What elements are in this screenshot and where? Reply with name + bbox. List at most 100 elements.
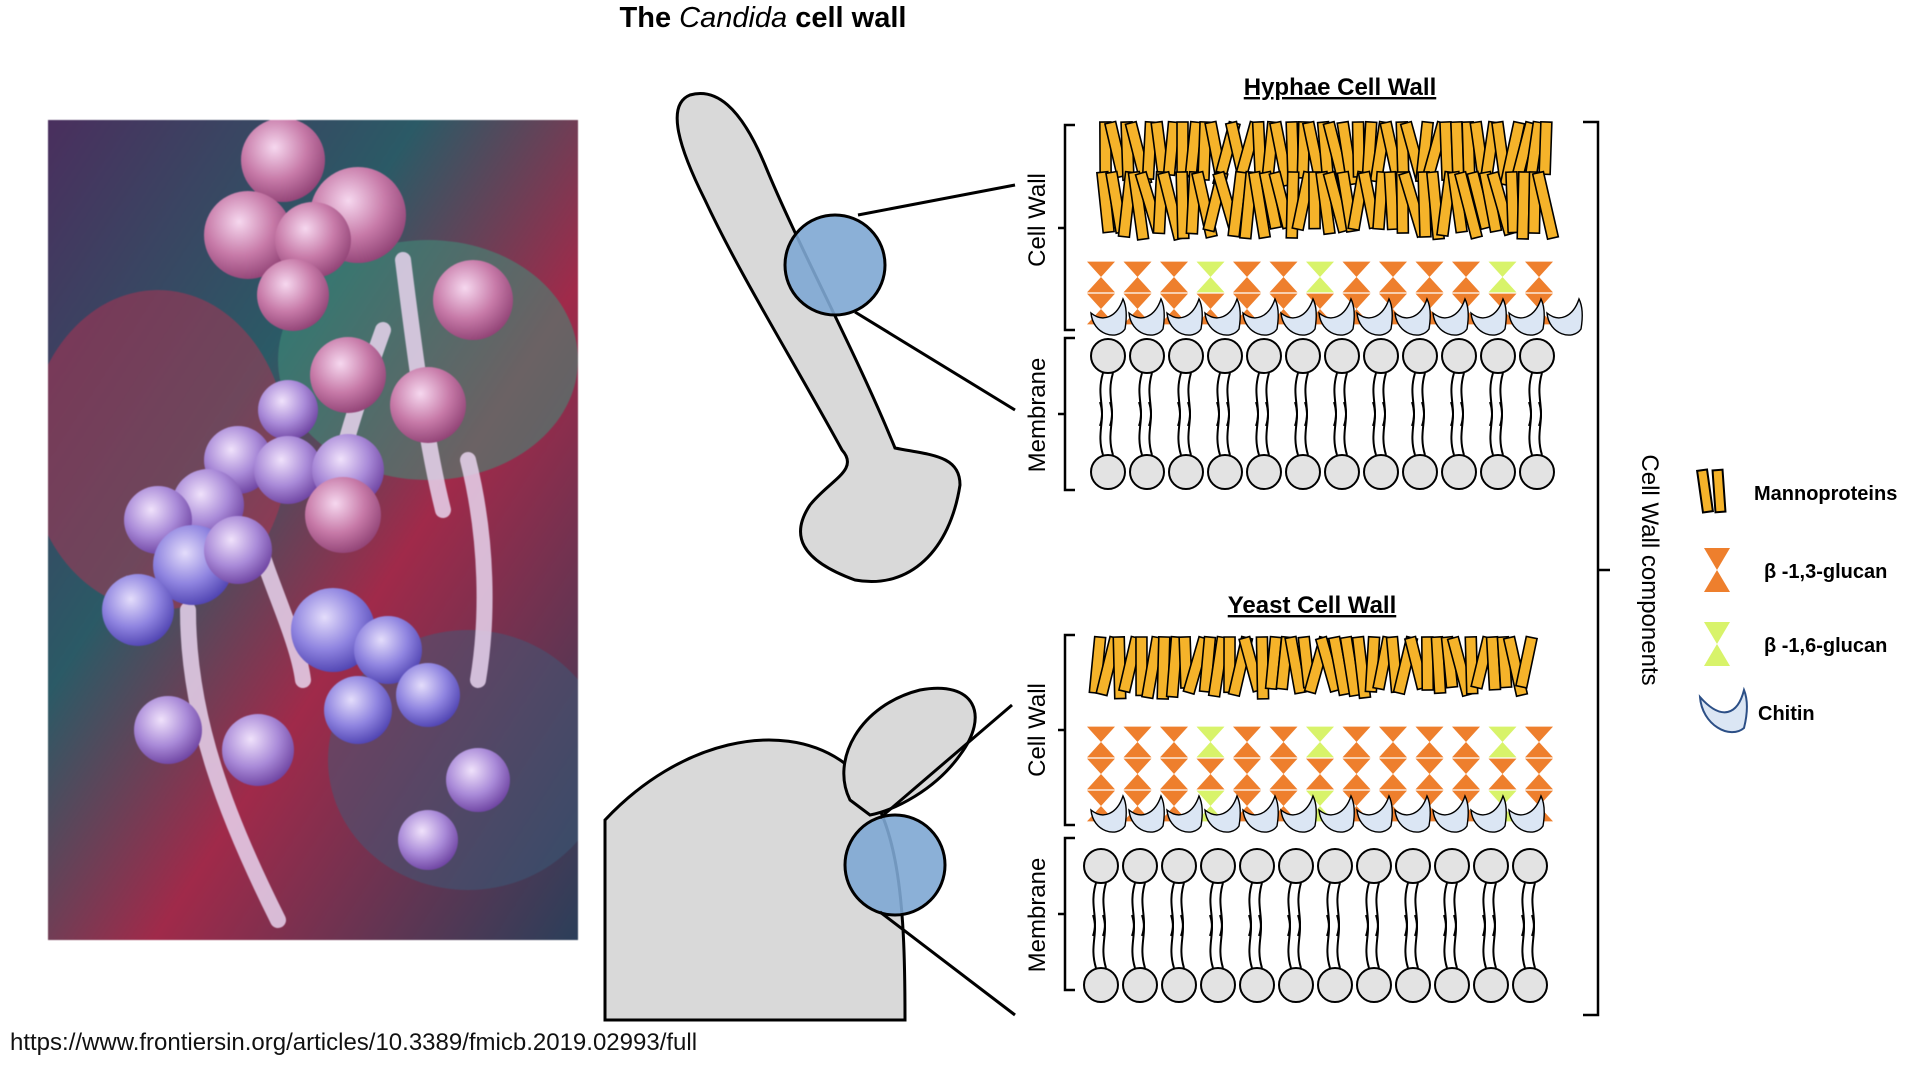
glucan-triangle	[1342, 790, 1371, 806]
chitin-fiber	[1318, 794, 1356, 833]
glucan-triangle	[1269, 277, 1298, 293]
glucan-triangle	[1488, 261, 1517, 277]
glucan-triangle	[1269, 261, 1298, 277]
lipid-tail	[1443, 914, 1458, 969]
glucan-triangle	[1525, 726, 1553, 742]
glucan-triangle	[1452, 726, 1480, 742]
glucan-triangle	[1196, 277, 1225, 293]
glucan-triangle	[1488, 742, 1517, 758]
glucan-triangle	[1233, 790, 1261, 806]
lipid-head	[1207, 454, 1243, 490]
glucan-triangle	[1196, 726, 1225, 742]
glucan-triangle	[1196, 261, 1225, 277]
chitin-fiber	[1280, 297, 1318, 336]
lipid-head	[1278, 848, 1314, 884]
legend-label-beta-1-3: β -1,3-glucan	[1764, 561, 1887, 583]
mannoprotein	[1514, 635, 1539, 689]
glucan-triangle	[1525, 774, 1553, 790]
glucan-triangle	[1160, 774, 1188, 790]
glucan-triangle	[1160, 742, 1188, 758]
glucan-triangle	[1233, 774, 1261, 790]
yeast-mannoprotein-layer	[1088, 635, 1539, 700]
chitin-fiber	[1356, 794, 1394, 833]
lipid-head	[1285, 454, 1321, 490]
chitin-fiber	[1546, 297, 1584, 336]
glucan-triangle	[1233, 293, 1261, 309]
glucan-triangle	[1379, 790, 1407, 806]
hyphae-wall-label: Cell Wall	[1024, 173, 1051, 267]
lipid-head	[1512, 848, 1548, 884]
glucan-triangle	[1342, 742, 1371, 758]
glucan-triangle	[1452, 758, 1480, 774]
glucan-triangle	[1196, 774, 1225, 790]
chitin-fiber	[1432, 794, 1470, 833]
lipid-head	[1161, 967, 1197, 1003]
chitin-fiber	[1280, 794, 1318, 833]
glucan-triangle	[1087, 774, 1115, 790]
chitin-fiber	[1128, 297, 1166, 336]
legend-label-mannoproteins: Mannoproteins	[1754, 483, 1897, 505]
legend-label-chitin: Chitin	[1758, 703, 1815, 725]
lipid-tail	[1287, 914, 1302, 969]
chitin-fiber	[1318, 297, 1356, 336]
glucan-triangle	[1415, 726, 1444, 742]
yeast-membrane-bilayer	[1083, 848, 1548, 1003]
lipid-tail	[1294, 401, 1309, 456]
hyphae-mannoprotein-layer	[1095, 120, 1560, 242]
lipid-head	[1161, 848, 1197, 884]
glucan-triangle	[1415, 293, 1444, 309]
glucan-triangle	[1087, 261, 1115, 277]
lipid-head	[1090, 454, 1126, 490]
chitin-fiber	[1166, 794, 1204, 833]
chitin-fiber	[1470, 297, 1508, 336]
glucan-triangle	[1342, 277, 1371, 293]
lipid-head	[1356, 967, 1392, 1003]
chitin-fiber	[1470, 794, 1508, 833]
title-prefix: The	[619, 2, 672, 34]
glucan-triangle	[1269, 742, 1298, 758]
lipid-tail	[1528, 401, 1543, 456]
chitin-fiber	[1166, 297, 1204, 336]
mannoprotein	[1538, 121, 1553, 176]
glucan-triangle	[1087, 790, 1115, 806]
glucan-triangle	[1123, 774, 1152, 790]
yeast-zoom-line-top	[879, 703, 1013, 820]
lipid-head	[1324, 454, 1360, 490]
beta-1-3-glucan-icon	[1704, 548, 1730, 592]
lipid-tail	[1216, 401, 1231, 456]
glucan-triangle	[1233, 261, 1261, 277]
glucan-triangle	[1306, 774, 1334, 790]
lipid-tail	[1333, 401, 1348, 456]
glucan-triangle	[1379, 758, 1407, 774]
lipid-tail	[1138, 401, 1153, 456]
hyphae-wall-bracket	[1058, 123, 1075, 332]
lipid-head	[1239, 967, 1275, 1003]
glucan-triangle	[1342, 261, 1371, 277]
lipid-tail	[1092, 914, 1107, 969]
glucan-triangle	[1342, 758, 1371, 774]
glucan-triangle	[1196, 758, 1225, 774]
hyphae-zoom-circle	[783, 213, 887, 317]
glucan-triangle	[1123, 742, 1152, 758]
lipid-head	[1395, 848, 1431, 884]
glucan-triangle	[1087, 726, 1115, 742]
candida-microscopy-illustration	[48, 120, 578, 940]
chitin-fiber	[1508, 794, 1546, 833]
lipid-head	[1278, 967, 1314, 1003]
hyphae-membrane-bracket	[1058, 336, 1075, 492]
source-url: https://www.frontiersin.org/articles/10.…	[10, 1029, 698, 1056]
beta-1-6-glucan-icon	[1704, 622, 1730, 666]
glucan-triangle	[1269, 774, 1298, 790]
glucan-triangle	[1196, 742, 1225, 758]
yeast-membrane-label: Membrane	[1024, 858, 1051, 973]
hyphae-glucan-chitin-layer	[1087, 261, 1584, 336]
glucan-triangle	[1087, 758, 1115, 774]
hyphae-membrane-bilayer	[1090, 338, 1555, 490]
components-bracket	[1583, 120, 1610, 1017]
glucan-triangle	[1306, 277, 1334, 293]
glucan-triangle	[1160, 293, 1188, 309]
glucan-triangle	[1087, 277, 1115, 293]
glucan-triangle	[1306, 742, 1334, 758]
glucan-triangle	[1525, 261, 1553, 277]
glucan-triangle	[1269, 726, 1298, 742]
